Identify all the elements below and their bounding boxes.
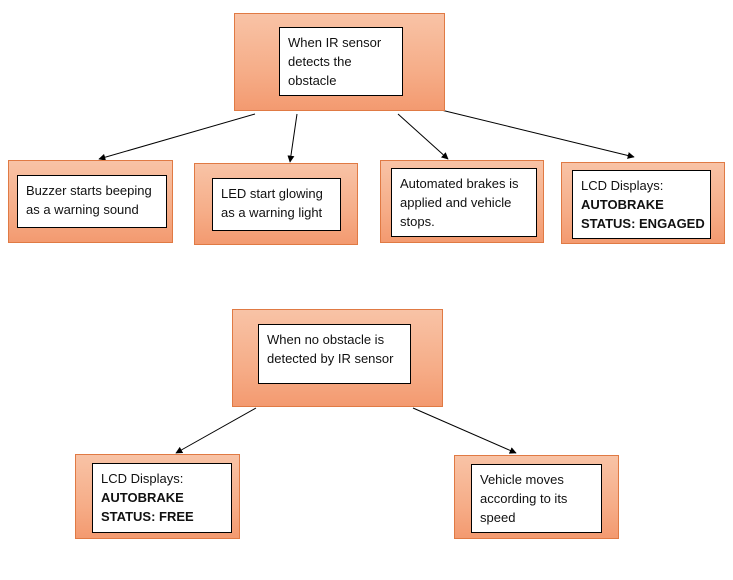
node-vehicle-moves: Vehicle moves according to its speed xyxy=(454,455,619,539)
arrow-to-vehicle-moves xyxy=(412,407,517,454)
arrow-to-lcd-free xyxy=(175,407,257,454)
node-lcd-free-status-1: AUTOBRAKE xyxy=(101,490,184,505)
node-vehicle-moves-text: Vehicle moves according to its speed xyxy=(480,472,568,525)
root-node-obstacle-detected-label: When IR sensor detects the obstacle xyxy=(279,27,403,96)
node-vehicle-moves-label: Vehicle moves according to its speed xyxy=(471,464,602,533)
node-automated-brakes: Automated brakes is applied and vehicle … xyxy=(380,160,544,243)
node-lcd-engaged-label: LCD Displays: AUTOBRAKE STATUS: ENGAGED xyxy=(572,170,711,239)
root-node-no-obstacle-text: When no obstacle is detected by IR senso… xyxy=(267,332,394,366)
root-node-no-obstacle: When no obstacle is detected by IR senso… xyxy=(232,309,443,407)
node-lcd-engaged-title: LCD Displays: xyxy=(581,178,664,193)
node-lcd-free: LCD Displays: AUTOBRAKE STATUS: FREE xyxy=(75,454,240,539)
node-lcd-engaged-status-1: AUTOBRAKE xyxy=(581,197,664,212)
node-led: LED start glowing as a warning light xyxy=(194,163,358,245)
root-node-no-obstacle-label: When no obstacle is detected by IR senso… xyxy=(258,324,411,384)
node-automated-brakes-text: Automated brakes is applied and vehicle … xyxy=(400,176,519,229)
node-lcd-free-label: LCD Displays: AUTOBRAKE STATUS: FREE xyxy=(92,463,232,533)
root-node-obstacle-detected-text: When IR sensor detects the obstacle xyxy=(288,35,382,88)
node-buzzer-text: Buzzer starts beeping as a warning sound xyxy=(26,183,152,217)
node-lcd-engaged: LCD Displays: AUTOBRAKE STATUS: ENGAGED xyxy=(561,162,725,244)
node-led-text: LED start glowing as a warning light xyxy=(221,186,323,220)
node-buzzer: Buzzer starts beeping as a warning sound xyxy=(8,160,173,243)
node-lcd-free-status-2: STATUS: FREE xyxy=(101,509,194,524)
arrow-to-lcd-engaged xyxy=(436,108,635,159)
node-buzzer-label: Buzzer starts beeping as a warning sound xyxy=(17,175,167,228)
arrow-to-led xyxy=(287,113,298,163)
arrow-to-buzzer xyxy=(98,113,256,161)
node-lcd-engaged-status-2: STATUS: ENGAGED xyxy=(581,216,705,231)
node-lcd-free-title: LCD Displays: xyxy=(101,471,184,486)
node-automated-brakes-label: Automated brakes is applied and vehicle … xyxy=(391,168,537,237)
node-led-label: LED start glowing as a warning light xyxy=(212,178,341,231)
root-node-obstacle-detected: When IR sensor detects the obstacle xyxy=(234,13,445,111)
arrow-to-brakes xyxy=(397,113,449,160)
